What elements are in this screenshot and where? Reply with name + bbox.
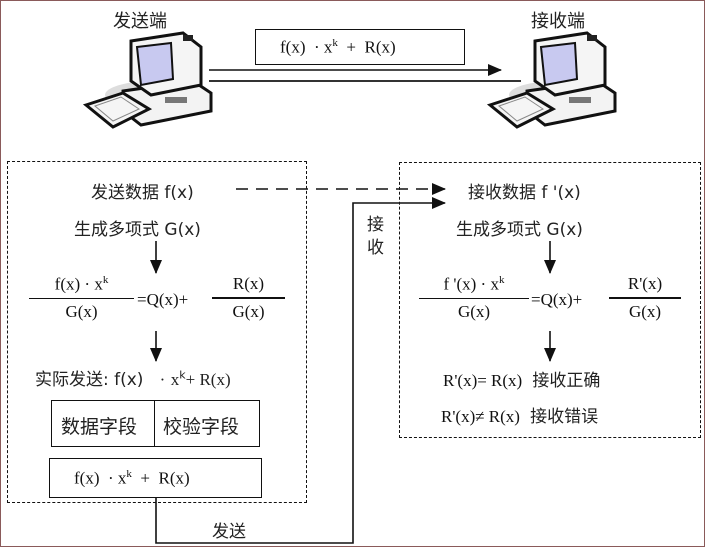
sender-eq-den: G(x) xyxy=(65,302,98,322)
sender-title: 发送端 xyxy=(113,11,167,32)
receiver-eq-rnum: R'(x) xyxy=(627,274,663,293)
formula-r: R(x) xyxy=(364,37,396,57)
data-field-label: 数据字段 xyxy=(61,416,138,438)
check-field-box: 校验字段 xyxy=(154,400,260,447)
formula-exp: k xyxy=(332,37,338,49)
formula-f: f(x) xyxy=(280,37,306,57)
check-field-label: 校验字段 xyxy=(163,416,240,438)
formula-x: x xyxy=(323,37,333,57)
receive-label-2: 收 xyxy=(367,238,384,258)
result-error-cond: R'(x)≠ R(x) xyxy=(441,407,520,426)
formula-dot: · xyxy=(313,37,320,57)
receiver-eq-rhs: R'(x) G(x) xyxy=(609,274,681,322)
sender-eq-mid: =Q(x)+ xyxy=(137,290,189,309)
actual-send: 实际发送: f(x) · xk+ R(x) xyxy=(35,368,231,390)
result-correct: R'(x)= R(x) 接收正确 xyxy=(443,366,600,391)
receiver-eq-den: G(x) xyxy=(457,302,491,322)
actual-send-prefix: 实际发送: f(x) xyxy=(35,370,144,390)
fraction-bar xyxy=(29,297,134,300)
receiver-eq-num: f '(x) · xk xyxy=(443,274,505,294)
receiver-computer-icon xyxy=(486,31,617,129)
fraction-bar xyxy=(212,297,285,299)
sender-eq-lhs: f(x) · xk G(x) xyxy=(29,274,134,322)
result-error-text: 接收错误 xyxy=(530,407,599,427)
result-correct-text: 接收正确 xyxy=(532,371,601,391)
receiver-title: 接收端 xyxy=(531,11,585,32)
receiver-data-label: 接收数据 f '(x) xyxy=(468,183,581,203)
transmit-formula-box: f(x) · xk + R(x) xyxy=(255,29,465,65)
receiver-eq-lhs: f '(x) · xk G(x) xyxy=(419,274,529,322)
result-correct-cond: R'(x)= R(x) xyxy=(443,371,523,390)
formula-plus: + xyxy=(346,37,356,57)
data-field-box: 数据字段 xyxy=(51,400,155,447)
send-label: 发送 xyxy=(212,522,246,542)
transmit-formula: f(x) · xk + R(x) xyxy=(280,37,396,58)
fraction-bar xyxy=(419,297,529,300)
sender-gen-poly: 生成多项式 G(x) xyxy=(74,220,201,240)
sender-eq-rnum: R(x) xyxy=(232,274,265,293)
sender-eq-rden: G(x) xyxy=(232,301,265,321)
receiver-panel xyxy=(399,162,701,438)
fraction-bar xyxy=(609,297,681,299)
frame-box: f(x) · xk + R(x) xyxy=(49,458,262,498)
receiver-gen-poly: 生成多项式 G(x) xyxy=(456,220,583,240)
receiver-eq-mid: =Q(x)+ xyxy=(531,290,583,309)
sender-eq-rhs: R(x) G(x) xyxy=(212,274,285,322)
receive-label-1: 接 xyxy=(367,215,384,235)
sender-data-label: 发送数据 f(x) xyxy=(91,183,194,203)
frame-formula: f(x) · xk + R(x) xyxy=(74,468,190,488)
send-receive-path xyxy=(155,197,446,544)
receiver-eq-rden: G(x) xyxy=(628,301,662,321)
sender-panel xyxy=(7,161,307,503)
result-error: R'(x)≠ R(x) 接收错误 xyxy=(441,402,598,427)
sender-computer-icon xyxy=(82,31,213,129)
sender-eq-num: f(x) · xk xyxy=(54,274,109,294)
